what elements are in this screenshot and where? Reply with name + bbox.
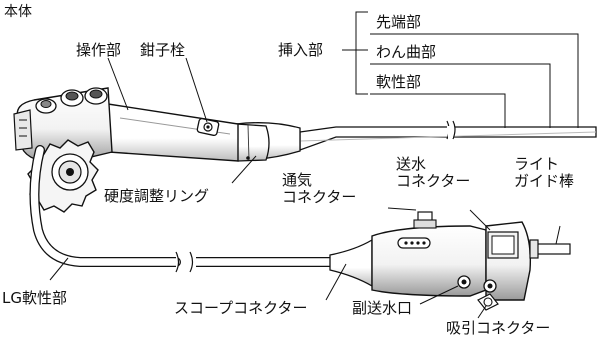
- control-head: [13, 87, 113, 213]
- label-water-connector: 送水 コネクター: [396, 155, 471, 190]
- label-insertion-section: 挿入部: [278, 41, 324, 59]
- leader-lines: [49, 11, 579, 319]
- label-lg-flexible: LG軟性部: [2, 289, 67, 307]
- label-operation-section: 操作部: [76, 41, 122, 59]
- label-bending-section: わん曲部: [376, 43, 437, 61]
- label-aux-water-port: 副送水口: [352, 299, 413, 317]
- stiffness-ring: [233, 123, 270, 162]
- label-scope-connector: スコープコネクター: [174, 299, 308, 317]
- suction-connector-shape: [477, 293, 499, 311]
- label-stiffness-ring: 硬度調整リング: [104, 187, 210, 205]
- scope-connector-shape: [329, 211, 571, 311]
- label-flexible-section: 軟性部: [376, 73, 422, 91]
- control-body: [99, 103, 239, 162]
- diagram-title: 本体: [4, 4, 32, 20]
- insertion-tube: [299, 120, 597, 151]
- label-light-guide-rod: ライト ガイド棒: [514, 155, 575, 190]
- label-forceps-plug: 鉗子栓: [140, 41, 186, 59]
- label-distal-end: 先端部: [376, 13, 422, 31]
- angulation-knobs: [27, 139, 99, 213]
- label-air-connector: 通気 コネクター: [282, 171, 357, 206]
- forceps-plug-shape: [196, 117, 220, 137]
- label-suction-connector: 吸引コネクター: [446, 319, 551, 337]
- lg-cord: [29, 145, 330, 273]
- valve-buttons: [35, 87, 108, 114]
